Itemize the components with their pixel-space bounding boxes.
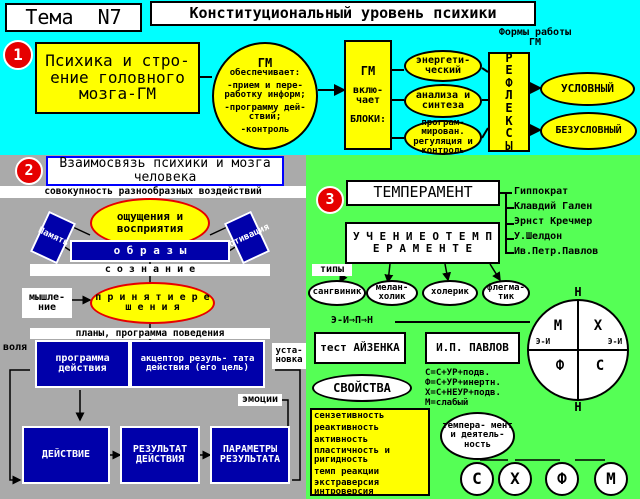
- s3-link-7: [384, 263, 394, 284]
- block-analysis: анализа и синтеза: [404, 84, 482, 118]
- author-sheldon: У.Шелдон: [514, 231, 563, 242]
- letter-s: С: [460, 462, 494, 496]
- s2-action: ДЕЙСТВИЕ: [22, 426, 110, 484]
- author-kretschmer: Эрнст Кречмер: [514, 216, 593, 227]
- reflex-conditional: УСЛОВНЫЙ: [540, 72, 635, 106]
- s1-title: Психика и стро- ение головного мозга-ГМ: [35, 42, 200, 114]
- gm-sub: обеспечивает:: [229, 68, 301, 79]
- reflex-box: Р Е Ф Л Е К С Ы: [488, 51, 530, 152]
- formula-x: Х=С+НЕУР+подв.: [425, 388, 501, 398]
- circle-c: С: [595, 357, 605, 374]
- s2-program: программа действия: [35, 340, 130, 388]
- gm-head: ГМ: [257, 55, 273, 70]
- s2-plans: планы, программа поведения: [30, 328, 270, 339]
- s3-ei: Э-И⇒П⇒Н: [330, 314, 374, 326]
- s2-will: воля: [2, 342, 28, 354]
- author-pavlov: Ив.Петр.Павлов: [514, 246, 599, 257]
- forms-label: Формы работы ГМ: [498, 26, 572, 48]
- s2-link-12: [9, 369, 30, 485]
- type-choleric: холерик: [422, 280, 478, 306]
- type-melancholic: мелан- холик: [366, 280, 418, 306]
- circle-top-label: Н: [574, 284, 582, 299]
- s3-authors: Гиппократ Клавдий Гален Эрнст Кречмер У.…: [514, 186, 640, 257]
- section-2-badge: 2: [15, 157, 43, 185]
- block-energy: энергети- ческий: [404, 50, 482, 82]
- s2-emotions: эмоции: [238, 394, 282, 406]
- s2-consciousness: с о з н а н и е: [30, 264, 270, 276]
- circle-ei-right: Э-И: [607, 336, 623, 346]
- circle-m: М: [553, 317, 563, 334]
- s2-title: Взаимосвязь психики и мозга человека: [46, 156, 284, 186]
- prop-plasticity: пластичность и ригидность: [314, 446, 390, 465]
- circle-ei-left: Э-И: [535, 336, 551, 346]
- s1-link-8: [481, 127, 489, 139]
- circle-bottom-label: Н: [574, 399, 582, 414]
- s3-formulas: С=С+УР+подв. Ф=С+УР+инертн. Х=С+НЕУР+под…: [425, 368, 525, 412]
- circle-f: Ф: [555, 357, 565, 374]
- prop-activity: активность: [314, 435, 369, 445]
- reflex-unconditional: БЕЗУСЛОВНЫЙ: [540, 112, 637, 150]
- s2-thinking: мышле- ние: [22, 288, 72, 318]
- s3-properties-list: сензетивность реактивность активность пл…: [310, 408, 430, 497]
- s2-set: уста- новка: [272, 343, 306, 369]
- s2-acceptor: акцептор резуль- тата действия (его цель…: [130, 340, 265, 388]
- prop-extraversion: экстраверсия интроверсия: [314, 478, 380, 497]
- topic-label: Тема N7: [5, 3, 142, 32]
- author-hippocrates: Гиппократ: [514, 186, 569, 197]
- formula-s: С=С+УР+подв.: [425, 368, 491, 378]
- prop-sensitivity: сензетивность: [314, 411, 385, 421]
- gm-item-1: -прием и пере- работку информ;: [224, 80, 306, 101]
- s2-result: РЕЗУЛЬТАТ ДЕЙСТВИЯ: [120, 426, 200, 484]
- gm-blocks-box: ГМ вклю- чает БЛОКИ:: [344, 40, 392, 150]
- formula-f: Ф=С+УР+инертн.: [425, 378, 501, 388]
- letter-m: М: [594, 462, 628, 496]
- s2-feelings: ощущения и восприятия: [90, 198, 210, 248]
- gm2-blocks: БЛОКИ:: [349, 113, 387, 125]
- s3-link-8: [442, 263, 452, 282]
- s3-pavlov: И.П. ПАВЛОВ: [425, 332, 520, 364]
- s2-link-13: [275, 369, 301, 481]
- s3-teaching: У Ч Е Н И Е О Т Е М П Е Р А М Е Н Т Е: [345, 222, 500, 264]
- s2-aggregate: совокупность разнообразных воздействий: [0, 186, 306, 198]
- type-sanguine: сангвиник: [308, 280, 366, 306]
- s2-images: о б р а з ы: [70, 240, 230, 262]
- gm-ellipse: ГМ обеспечивает: -прием и пере- работку …: [212, 42, 318, 150]
- s2-parameters: ПАРАМЕТРЫ РЕЗУЛЬТАТА: [210, 426, 290, 484]
- letter-x: Х: [498, 462, 532, 496]
- s3-types: типы: [312, 264, 352, 276]
- s3-temper-activity: темпера- мент и деятель- ность: [440, 412, 515, 460]
- s1-link-6: [481, 67, 489, 73]
- s3-link-2: [505, 193, 514, 254]
- s3-link-9: [489, 263, 501, 282]
- s3-test: тест АЙЗЕНКА: [314, 332, 406, 364]
- gm-item-3: -контроль: [240, 124, 290, 135]
- gm-item-2: -программу дей- ствий;: [224, 102, 306, 123]
- s3-title: ТЕМПЕРАМЕНТ: [346, 180, 500, 206]
- type-phlegmatic: флегма- тик: [482, 280, 530, 306]
- page-title: Конституциональный уровень психики: [150, 1, 536, 26]
- letter-f: Ф: [545, 462, 579, 496]
- prop-reactivity: реактивность: [314, 423, 380, 433]
- section-1-badge: 1: [3, 40, 33, 70]
- section-3-badge: 3: [316, 186, 344, 214]
- prop-tempo: темп реакции: [314, 467, 380, 477]
- author-galen: Клавдий Гален: [514, 201, 593, 212]
- gm2-head: ГМ: [360, 63, 376, 78]
- s3-properties-head: СВОЙСТВА: [312, 374, 412, 402]
- s2-decision: п р и н я т и е р е ш е н и я: [90, 282, 215, 324]
- circle-x: Х: [593, 317, 603, 334]
- block-control: програм- мирован. регуляция и контроль: [404, 118, 482, 156]
- formula-m: М=слабый: [425, 398, 469, 408]
- gm2-includes: вклю- чает: [352, 84, 384, 107]
